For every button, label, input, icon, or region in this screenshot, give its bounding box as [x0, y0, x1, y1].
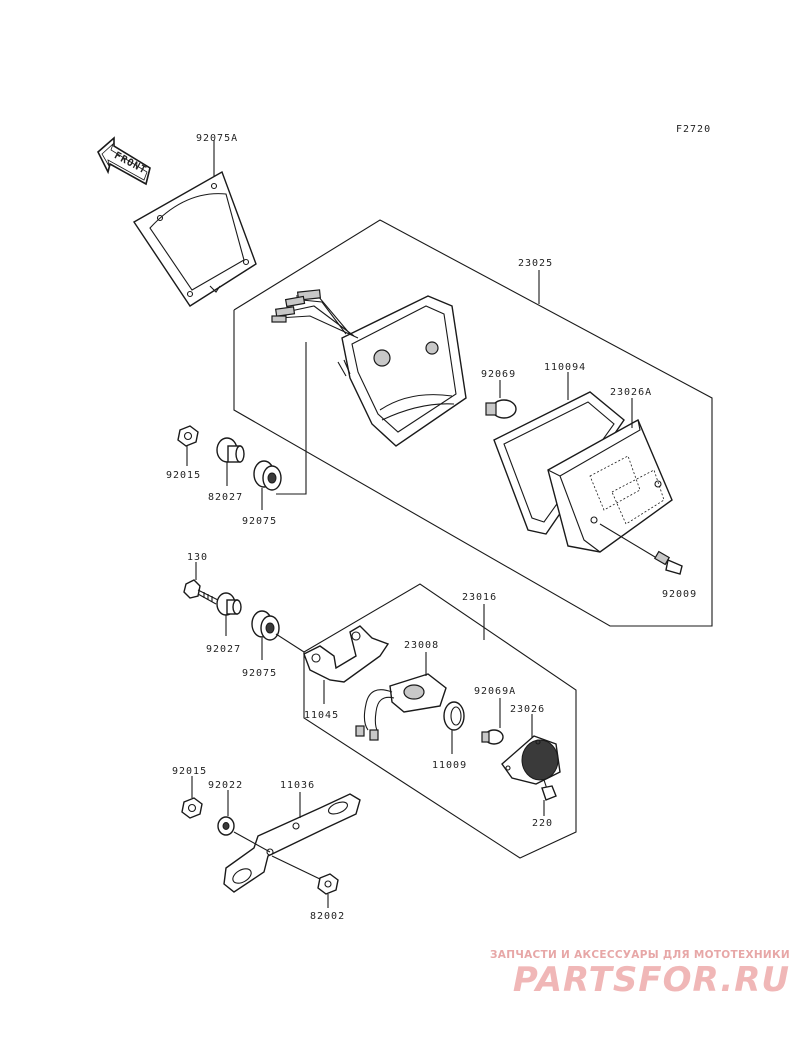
- part-23008-socket: [355, 673, 447, 741]
- label-92015-bot: 92015: [172, 766, 207, 777]
- part-23026A-lens: [547, 419, 673, 553]
- watermark-tagline: ЗАПЧАСТИ И АКСЕССУАРЫ ДЛЯ МОТОТЕХНИКИ: [490, 949, 790, 961]
- label-92015-top: 92015: [166, 470, 201, 481]
- part-82027-collar-top: [216, 437, 245, 463]
- label-82002: 82002: [310, 911, 345, 922]
- label-92075-top: 92075: [242, 516, 277, 527]
- part-92075A-gasket: [133, 170, 257, 307]
- label-23026A: 23026A: [610, 387, 652, 398]
- part-82002-bolt: [317, 873, 339, 895]
- part-92009-screw: [599, 523, 683, 575]
- part-23026-lens: [501, 735, 561, 785]
- watermark-logo: PARTSFOR.RU: [512, 960, 790, 1000]
- label-220: 220: [532, 818, 553, 829]
- front-arrow-icon: FRONT: [97, 136, 151, 186]
- part-92069A-bulb: [481, 729, 504, 745]
- label-92027: 92027: [206, 644, 241, 655]
- part-11036-bracket: [223, 793, 361, 893]
- label-23016: 23016: [462, 592, 497, 603]
- part-92022-washer: [217, 816, 235, 836]
- part-92075-grommet-mid: [251, 610, 280, 641]
- label-92022: 92022: [208, 780, 243, 791]
- label-11036: 11036: [280, 780, 315, 791]
- label-23008: 23008: [404, 640, 439, 651]
- part-130-bolt: [183, 579, 219, 605]
- part-220-screw: [541, 779, 557, 801]
- part-taillight-housing: [271, 289, 467, 447]
- part-92015-nut-bottom: [181, 797, 203, 819]
- label-92069: 92069: [481, 369, 516, 380]
- part-11045-bracket: [303, 625, 390, 683]
- label-92069A: 92069A: [474, 686, 516, 697]
- label-11045: 11045: [304, 710, 339, 721]
- label-23025: 23025: [518, 258, 553, 269]
- label-23026: 23026: [510, 704, 545, 715]
- label-92075A: 92075A: [196, 133, 238, 144]
- label-110094: 110094: [544, 362, 586, 373]
- part-92069-bulb: [485, 399, 517, 419]
- label-11009: 11009: [432, 760, 467, 771]
- figure-code: F2720: [676, 124, 711, 135]
- label-82027-top: 82027: [208, 492, 243, 503]
- part-92075-grommet-top: [253, 460, 282, 491]
- label-130: 130: [187, 552, 208, 563]
- label-92075-mid: 92075: [242, 668, 277, 679]
- part-11009-gasket: [443, 701, 465, 731]
- label-92009: 92009: [662, 589, 697, 600]
- part-92015-nut-top: [177, 425, 199, 447]
- part-92027-collar: [216, 592, 242, 616]
